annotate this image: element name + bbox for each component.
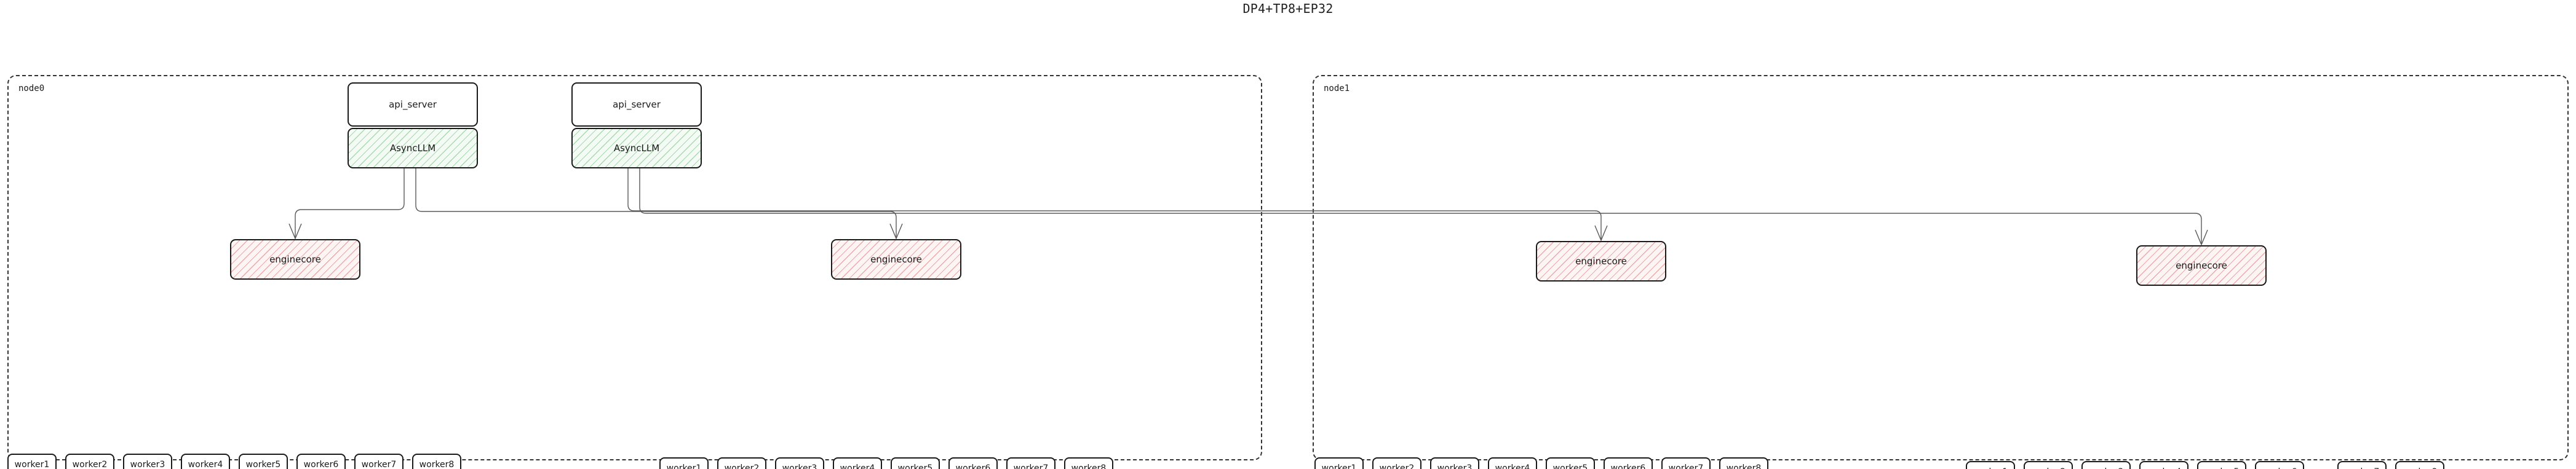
worker-box[interactable]: worker2 [717,457,766,469]
worker-label: worker5 [245,460,281,469]
worker-box[interactable]: worker6 [948,457,998,469]
worker-label: worker3 [782,463,817,469]
worker-label: worker3 [1437,463,1473,469]
enginecore-label: enginecore [2176,260,2227,271]
worker-box[interactable]: worker3 [123,454,172,469]
worker-box[interactable]: worker8 [2395,461,2444,469]
worker-label: worker2 [72,460,108,469]
worker-label: worker2 [1379,463,1415,469]
worker-box[interactable]: worker2 [1372,457,1421,469]
worker-label: worker8 [419,460,455,469]
worker-box[interactable]: worker7 [1006,457,1055,469]
worker-box[interactable]: worker5 [2197,461,2246,469]
worker-label: worker5 [1552,463,1588,469]
worker-box[interactable]: worker3 [2081,461,2131,469]
worker-label: worker6 [1610,463,1646,469]
worker-label: worker5 [897,463,933,469]
worker-box[interactable]: worker5 [1546,457,1595,469]
enginecore-label: enginecore [870,254,922,265]
worker-box[interactable]: worker5 [239,454,288,469]
worker-label: worker2 [724,463,760,469]
enginecore-label: enginecore [269,254,321,265]
enginecore-box[interactable]: enginecore [230,239,360,280]
worker-label: worker7 [1013,463,1049,469]
worker-label: worker7 [1668,463,1704,469]
asyncllm-box[interactable]: AsyncLLM [348,128,478,168]
api-server-box[interactable]: api_server [571,82,702,127]
enginecore-label: enginecore [1575,256,1627,267]
worker-label: worker3 [130,460,165,469]
node-cluster-node0: node0 [7,75,1262,460]
worker-box[interactable]: worker6 [1604,457,1653,469]
api-server-label: api_server [389,99,437,110]
worker-label: worker1 [1321,463,1357,469]
worker-label: worker4 [188,460,223,469]
asyncllm-label: AsyncLLM [613,143,660,154]
api-server-label: api_server [613,99,661,110]
worker-box[interactable]: worker6 [296,454,346,469]
worker-label: worker4 [1495,463,1530,469]
worker-box[interactable]: worker4 [1488,457,1537,469]
worker-label: worker1 [14,460,50,469]
worker-box[interactable]: worker5 [891,457,940,469]
node-label-node1: node1 [1324,84,1350,93]
enginecore-box[interactable]: enginecore [1536,241,1666,282]
worker-box[interactable]: worker3 [1430,457,1479,469]
api-server-box[interactable]: api_server [348,82,478,127]
worker-box[interactable]: worker7 [2337,461,2387,469]
worker-box[interactable]: worker7 [354,454,403,469]
worker-label: worker1 [666,463,702,469]
worker-label: worker6 [303,460,339,469]
asyncllm-box[interactable]: AsyncLLM [571,128,702,168]
enginecore-box[interactable]: enginecore [831,239,961,280]
worker-box[interactable]: worker6 [2255,461,2304,469]
worker-box[interactable]: worker2 [2024,461,2073,469]
worker-label: worker7 [361,460,397,469]
enginecore-box[interactable]: enginecore [2136,245,2267,286]
worker-box[interactable]: worker4 [2139,461,2188,469]
worker-label: worker8 [1071,463,1107,469]
worker-label: worker4 [840,463,875,469]
worker-label: worker8 [1726,463,1762,469]
worker-box[interactable]: worker7 [1661,457,1711,469]
worker-box[interactable]: worker1 [7,454,57,469]
worker-box[interactable]: worker8 [1719,457,1768,469]
worker-box[interactable]: worker4 [181,454,230,469]
worker-box[interactable]: worker3 [775,457,824,469]
worker-label: worker6 [955,463,991,469]
worker-box[interactable]: worker8 [1064,457,1113,469]
node-cluster-node1: node1 [1313,75,2569,460]
worker-box[interactable]: worker1 [1314,457,1364,469]
page-title: DP4+TP8+EP32 [1242,1,1334,16]
worker-box[interactable]: worker1 [659,457,709,469]
asyncllm-label: AsyncLLM [389,143,436,154]
worker-box[interactable]: worker2 [65,454,114,469]
worker-box[interactable]: worker8 [412,454,461,469]
worker-box[interactable]: worker1 [1966,461,2015,469]
worker-box[interactable]: worker4 [833,457,882,469]
node-label-node0: node0 [18,84,45,93]
